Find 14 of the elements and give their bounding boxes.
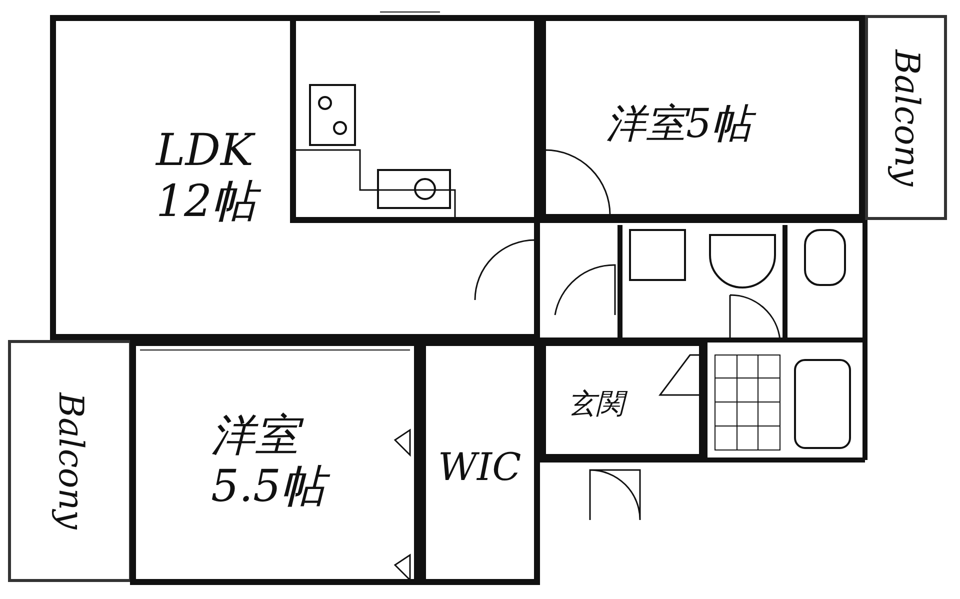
balcony-label: Balcony [50, 392, 90, 530]
room [130, 340, 420, 585]
room [50, 15, 540, 340]
room-label: 玄関 [568, 388, 668, 420]
balcony [865, 15, 947, 220]
room-label: 洋室5帖 [606, 101, 866, 147]
room [540, 15, 865, 220]
room-label: WIC [438, 446, 522, 490]
room [420, 340, 540, 585]
room-label: LDK 12帖 [156, 126, 296, 228]
room-label: 洋室 5.5帖 [211, 411, 361, 512]
balcony [8, 340, 132, 582]
room [540, 340, 705, 460]
balcony-label: Balcony [886, 49, 926, 186]
